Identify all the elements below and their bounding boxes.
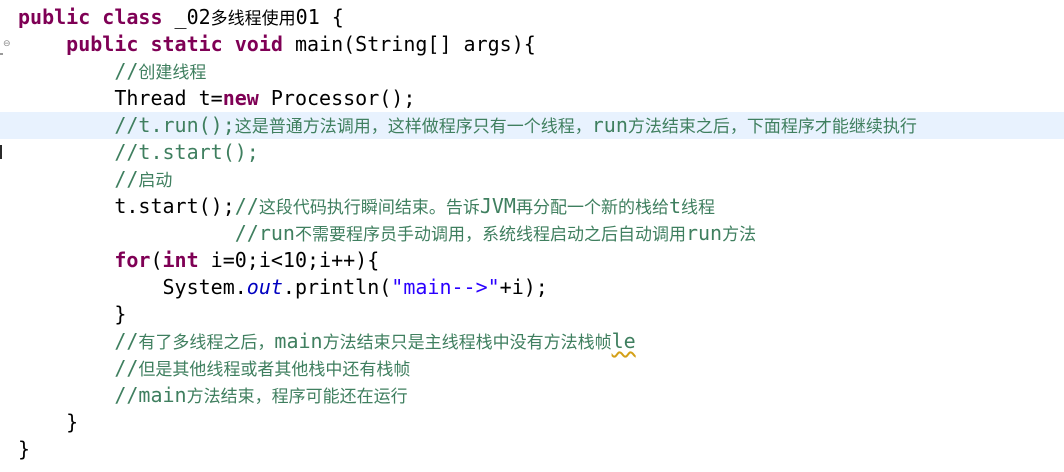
code-line-text: //run不需要程序员手动调用，系统线程启动之后自动调用run方法 [18, 220, 756, 249]
code-token: System. [18, 275, 247, 299]
code-token: ( [150, 248, 163, 272]
code-token: 这是普通方法调用，这样做程序只有一个线程， [234, 117, 592, 137]
gutter-tick-mark [0, 53, 3, 55]
code-line[interactable]: System.out.println("main-->"+i); [0, 274, 1064, 301]
code-line-text: } [18, 409, 78, 436]
code-line[interactable]: Thread t=new Processor(); [0, 85, 1064, 112]
code-token: 方法结束，程序可能还在运行 [186, 387, 408, 407]
code-line-text: //但是其他线程或者其他栈中还有栈帧 [18, 355, 410, 384]
code-line[interactable]: public class _02多线程使用01 { [0, 4, 1064, 31]
code-token: 再分配一个新的栈给 [515, 198, 669, 218]
code-token: 方法结束只是主线程栈中没有方法栈帧 [322, 333, 612, 353]
collapse-fold-icon[interactable]: ⊖ [3, 39, 11, 49]
code-token: public class [18, 5, 175, 29]
code-line-text: //有了多线程之后，main方法结束只是主线程栈中没有方法栈帧le [18, 328, 636, 357]
code-token: // [114, 167, 139, 191]
code-token: new [222, 86, 271, 110]
code-line-text: //创建线程 [18, 58, 206, 87]
code-token: run [685, 221, 723, 245]
code-token [18, 221, 235, 245]
code-line-text: //启动 [18, 166, 172, 195]
code-token: 但是其他线程或者其他栈中还有栈帧 [138, 360, 411, 380]
code-line-text: public static void main(String[] args){ [18, 31, 536, 58]
code-token: public static void [66, 32, 295, 56]
code-token: } [18, 437, 31, 461]
code-token: 多线程使用 [210, 9, 296, 29]
code-token: +i); [499, 275, 548, 299]
code-line[interactable]: for(int i=0;i<10;i++){ [0, 247, 1064, 274]
code-line[interactable]: //启动 [0, 166, 1064, 193]
code-token [18, 383, 114, 407]
code-token [18, 356, 114, 380]
code-token: .println( [282, 275, 392, 299]
code-line[interactable]: //有了多线程之后，main方法结束只是主线程栈中没有方法栈帧le [0, 328, 1064, 355]
code-token: 方法结束之后，下面程序才能继续执行 [627, 117, 917, 137]
code-token: i=0;i<10;i++){ [210, 248, 380, 272]
code-token [18, 59, 114, 83]
code-token: } [18, 302, 127, 326]
code-line[interactable]: //t.start(); [0, 139, 1064, 166]
code-line-text: //t.start(); [18, 139, 259, 166]
code-token: Processor(); [270, 86, 416, 110]
code-line[interactable]: //创建线程 [0, 58, 1064, 85]
code-token: //t.start(); [114, 140, 259, 164]
code-line-text: Thread t=new Processor(); [18, 85, 415, 112]
code-token: Thread t= [18, 86, 223, 110]
code-token: 创建线程 [138, 63, 207, 83]
code-token: // [234, 194, 259, 218]
code-token: 01 { [295, 5, 344, 29]
code-line[interactable]: //run不需要程序员手动调用，系统线程启动之后自动调用run方法 [0, 220, 1064, 247]
code-token: t.start(); [18, 194, 235, 218]
code-token: // [114, 59, 139, 83]
code-token: 这段代码执行瞬间结束。告诉 [258, 198, 480, 218]
text-cursor-marker [0, 145, 2, 159]
code-token: //t.run(); [114, 113, 235, 137]
code-token: main(String[] args){ [294, 32, 536, 56]
code-token [18, 329, 114, 353]
code-token: "main-->" [391, 275, 500, 299]
code-token [18, 113, 114, 137]
code-token [18, 248, 114, 272]
code-line-text: //t.run();这是普通方法调用，这样做程序只有一个线程，run方法结束之后… [18, 112, 917, 141]
code-token [18, 32, 66, 56]
code-token: _02 [174, 5, 211, 29]
code-token: le [611, 329, 636, 353]
code-line[interactable]: } [0, 409, 1064, 436]
code-line-text: } [18, 301, 126, 328]
code-token: t [668, 194, 682, 218]
code-token: // [114, 329, 139, 353]
code-line-text: //main方法结束，程序可能还在运行 [18, 382, 408, 411]
code-token [18, 140, 114, 164]
code-token: // [114, 356, 139, 380]
code-token: JVM [479, 194, 516, 218]
code-token: 有了多线程之后， [138, 333, 275, 353]
code-token: 启动 [138, 171, 173, 191]
code-line[interactable]: //main方法结束，程序可能还在运行 [0, 382, 1064, 409]
code-token [18, 167, 114, 191]
code-token: 线程 [681, 198, 716, 218]
code-token: //run [234, 221, 295, 245]
code-token: for [114, 248, 151, 272]
code-line[interactable]: t.start();//这段代码执行瞬间结束。告诉JVM再分配一个新的栈给t线程 [0, 193, 1064, 220]
code-token: 方法 [722, 225, 757, 245]
code-line[interactable]: //t.run();这是普通方法调用，这样做程序只有一个线程，run方法结束之后… [0, 112, 1064, 139]
code-line-text: } [18, 436, 30, 463]
code-line-text: public class _02多线程使用01 { [18, 4, 344, 33]
code-line-text: System.out.println("main-->"+i); [18, 274, 548, 301]
code-line-text: t.start();//这段代码执行瞬间结束。告诉JVM再分配一个新的栈给t线程 [18, 193, 715, 222]
code-token: run [591, 113, 628, 137]
code-token: out [246, 275, 283, 299]
code-line[interactable]: } [0, 436, 1064, 463]
code-token: } [18, 410, 79, 434]
code-line[interactable]: //但是其他线程或者其他栈中还有栈帧 [0, 355, 1064, 382]
code-token: main [274, 329, 323, 353]
code-line[interactable]: public static void main(String[] args){ [0, 31, 1064, 58]
code-line-text: for(int i=0;i<10;i++){ [18, 247, 379, 274]
code-token: 不需要程序员手动调用，系统线程启动之后自动调用 [294, 225, 686, 245]
code-token: int [162, 248, 211, 272]
code-line[interactable]: } [0, 301, 1064, 328]
code-token: //main [114, 383, 187, 407]
